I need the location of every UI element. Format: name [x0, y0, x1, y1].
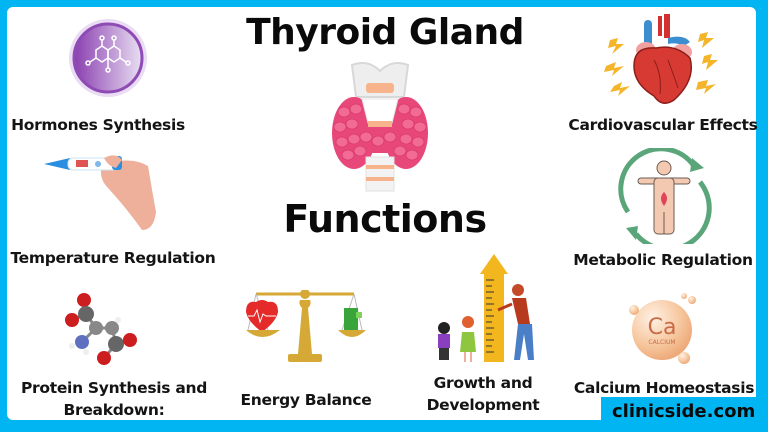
- label-growth-line1: Growth and: [433, 374, 533, 392]
- label-temperature-regulation: Temperature Regulation: [10, 249, 216, 267]
- metabolism-body-icon: [618, 148, 712, 244]
- label-energy-balance: Energy Balance: [240, 391, 372, 409]
- calcium-word: CALCIUM: [648, 339, 675, 346]
- brand-badge: [601, 397, 768, 432]
- height-measure-icon: [438, 254, 534, 362]
- brand-text: clinicside.com: [612, 401, 756, 422]
- calcium-bubble-icon: Ca CALCIUM: [629, 293, 696, 364]
- balance-scale-icon: [246, 290, 366, 362]
- label-growth-line2: Development: [426, 396, 540, 414]
- page-title: Thyroid Gland: [246, 12, 524, 53]
- amino-acid-molecule-icon: [65, 293, 137, 365]
- label-calcium-homeostasis: Calcium Homeostasis: [573, 379, 755, 397]
- heart-icon: [604, 14, 718, 104]
- label-hormones-synthesis: Hormones Synthesis: [11, 116, 185, 134]
- label-growth-development: Growth and Development: [418, 372, 548, 416]
- thyroid-gland-icon: [332, 62, 428, 192]
- label-cardiovascular-effects: Cardiovascular Effects: [568, 116, 758, 134]
- thermometer-hand-icon: [44, 155, 156, 230]
- molecule-circle-icon: [69, 19, 147, 97]
- label-metabolic-regulation: Metabolic Regulation: [573, 251, 753, 269]
- label-protein-line2: Breakdown:: [63, 401, 165, 419]
- label-protein-synthesis: Protein Synthesis and Breakdown:: [14, 377, 214, 421]
- page-subtitle: Functions: [283, 197, 487, 241]
- calcium-symbol: Ca: [648, 315, 677, 340]
- label-protein-line1: Protein Synthesis and: [20, 379, 208, 397]
